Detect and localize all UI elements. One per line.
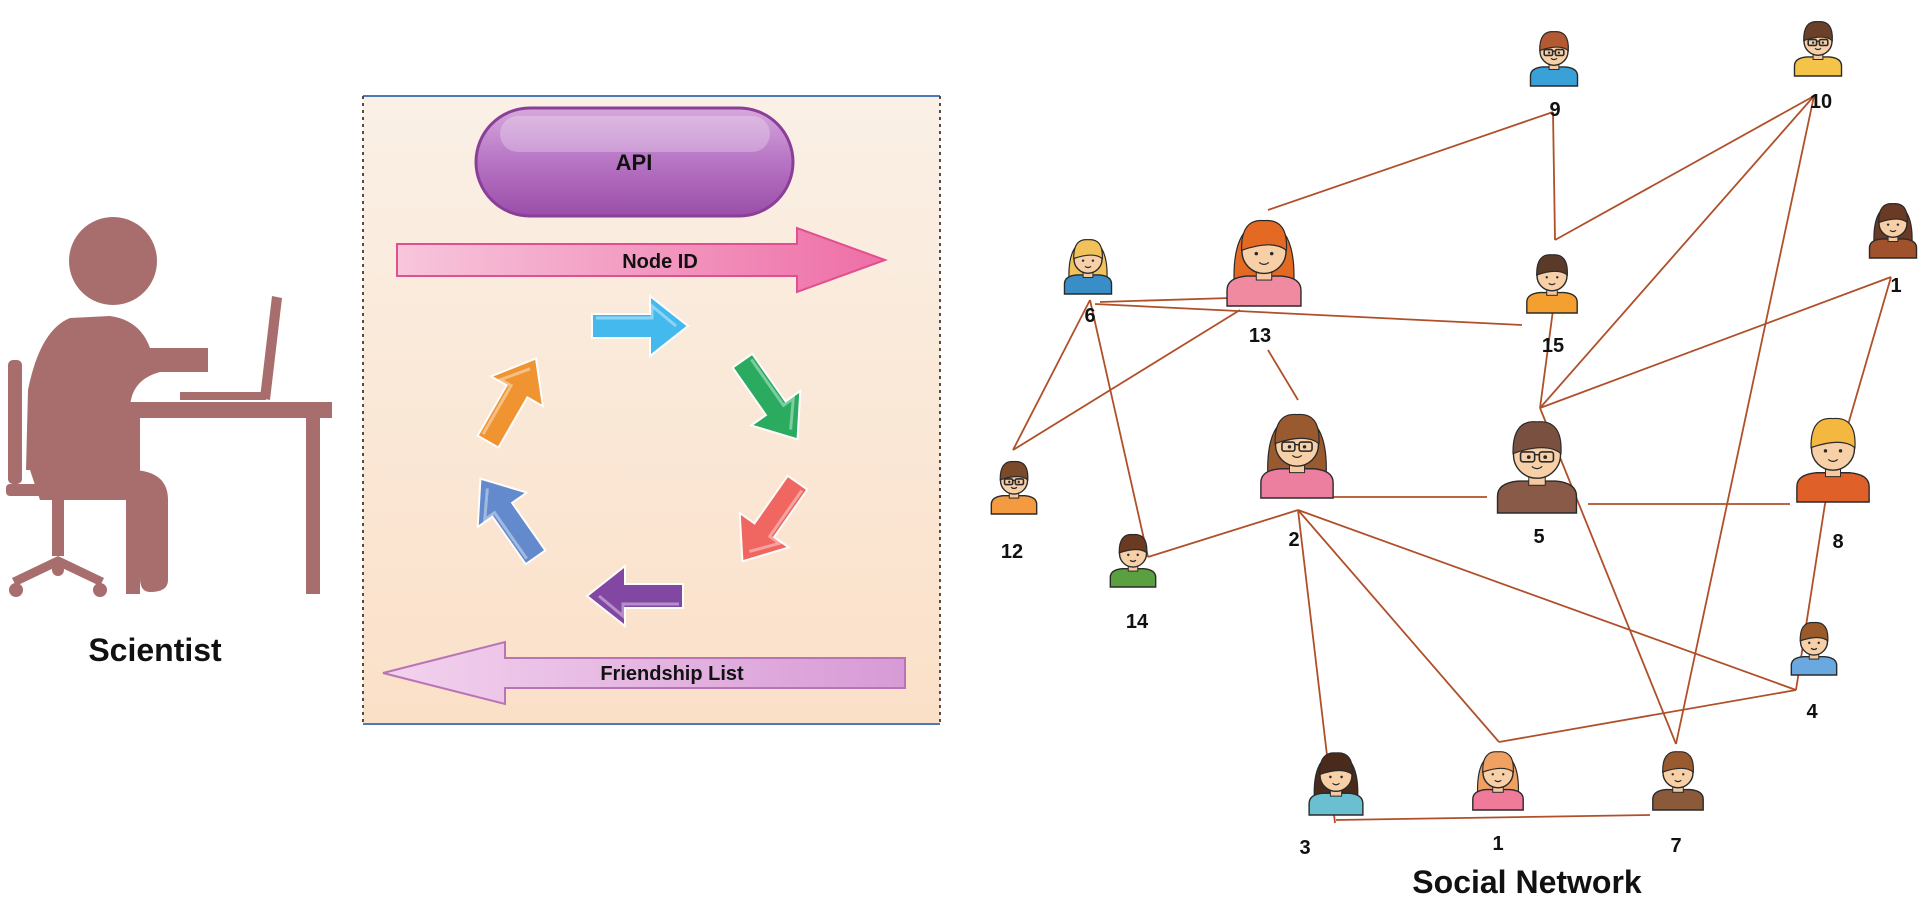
scientist-torso bbox=[26, 316, 208, 470]
chair-post bbox=[52, 496, 64, 556]
scientist-head bbox=[69, 217, 157, 305]
process-panel: API Node ID Friendship List bbox=[362, 95, 941, 725]
desk-leg-left bbox=[126, 418, 140, 594]
edge-n13-n2 bbox=[1267, 349, 1299, 401]
node-label: 1 bbox=[1492, 833, 1503, 855]
node-label: 1 bbox=[1890, 275, 1901, 297]
cycle-arrow-down-left bbox=[738, 474, 809, 563]
chair-base bbox=[12, 556, 104, 586]
node-n3: 3 bbox=[1299, 752, 1364, 859]
friendship-list-arrow bbox=[382, 640, 906, 706]
desk-leg-right bbox=[306, 418, 320, 594]
edge-n1a-n5 bbox=[1539, 276, 1892, 409]
person-avatar-icon bbox=[1472, 751, 1524, 811]
laptop-screen bbox=[260, 296, 282, 400]
node-n1a: 1 bbox=[1868, 203, 1918, 297]
person-avatar-icon bbox=[1308, 752, 1364, 816]
chair-back bbox=[8, 360, 22, 484]
edge-n5-n7 bbox=[1539, 407, 1677, 745]
friendship-list-label: Friendship List bbox=[600, 663, 744, 685]
node-n9: 9 bbox=[1529, 31, 1579, 121]
node-n13: 13 bbox=[1226, 220, 1302, 347]
node-label: 14 bbox=[1126, 611, 1149, 633]
cycle-arrow-down-right bbox=[731, 352, 802, 441]
cycle-arrow-right bbox=[591, 293, 690, 359]
cycle-arrow-up-right bbox=[476, 357, 545, 449]
edge-n6-n13 bbox=[1099, 297, 1231, 303]
network-title: Social Network bbox=[1412, 864, 1642, 898]
node-n12: 12 bbox=[990, 461, 1038, 563]
node-n15: 15 bbox=[1526, 254, 1578, 357]
person-avatar-icon bbox=[1790, 622, 1838, 676]
person-avatar-icon bbox=[1109, 534, 1157, 588]
node-label: 6 bbox=[1084, 305, 1095, 327]
cycle-arrow-up-left bbox=[476, 477, 547, 566]
chair-seat bbox=[6, 484, 116, 496]
node-label: 3 bbox=[1299, 837, 1310, 859]
edge-n2-n1b bbox=[1297, 509, 1500, 743]
node-n1b: 1 bbox=[1472, 751, 1524, 855]
node-n14: 14 bbox=[1109, 534, 1157, 633]
network-edges bbox=[1012, 95, 1892, 824]
node-n2: 2 bbox=[1260, 413, 1334, 551]
laptop-base bbox=[180, 392, 266, 400]
edge-n13-n12 bbox=[1012, 309, 1241, 451]
network-nodes: 9 10 13 6 15 1 12 2 5 8 14 4 3 1 7 bbox=[990, 21, 1918, 859]
node-n7: 7 bbox=[1652, 751, 1704, 857]
edge-n10-n5 bbox=[1539, 95, 1815, 409]
person-avatar-icon bbox=[1652, 751, 1704, 811]
edge-n15-n5 bbox=[1539, 294, 1556, 409]
edge-n3-n7 bbox=[1335, 814, 1651, 821]
edge-n6-n12 bbox=[1012, 299, 1091, 451]
person-avatar-icon bbox=[1526, 254, 1578, 314]
node-label: 5 bbox=[1533, 526, 1544, 548]
edge-n9-n15 bbox=[1552, 111, 1556, 241]
edge-n6-n15 bbox=[1094, 303, 1523, 326]
node-n6: 6 bbox=[1063, 239, 1113, 327]
edge-n10-n7 bbox=[1675, 95, 1815, 745]
person-avatar-icon bbox=[1529, 31, 1579, 87]
person-avatar-icon bbox=[1496, 421, 1578, 514]
edge-n6-n14 bbox=[1089, 299, 1149, 558]
node-label: 8 bbox=[1832, 531, 1843, 553]
edge-n2-n4 bbox=[1297, 509, 1797, 691]
person-avatar-icon bbox=[1063, 239, 1113, 295]
desk-top bbox=[116, 402, 332, 418]
scientist-illustration bbox=[6, 217, 332, 597]
node-label: 15 bbox=[1542, 335, 1564, 357]
node-n10: 10 bbox=[1793, 21, 1843, 113]
node-n4: 4 bbox=[1790, 622, 1838, 723]
person-avatar-icon bbox=[1793, 21, 1843, 77]
person-avatar-icon bbox=[1260, 413, 1334, 499]
person-avatar-icon bbox=[1868, 203, 1918, 259]
node-label: 7 bbox=[1670, 835, 1681, 857]
api-label: API bbox=[616, 150, 653, 175]
person-avatar-icon bbox=[1796, 417, 1870, 503]
edge-n9-n13 bbox=[1267, 111, 1554, 211]
person-avatar-icon bbox=[1226, 220, 1302, 307]
node-id-arrow bbox=[396, 226, 888, 294]
node-n8: 8 bbox=[1796, 417, 1870, 553]
node-label: 12 bbox=[1001, 541, 1023, 563]
node-label: 13 bbox=[1249, 325, 1271, 347]
cycle-arrow-left bbox=[585, 563, 684, 629]
api-box bbox=[474, 106, 795, 218]
edge-n4-n1b bbox=[1498, 689, 1797, 743]
edge-n2-n14 bbox=[1147, 509, 1299, 558]
node-label: 9 bbox=[1549, 99, 1560, 121]
node-label: 4 bbox=[1806, 701, 1818, 723]
person-avatar-icon bbox=[990, 461, 1038, 515]
cycle-arrows bbox=[476, 293, 809, 629]
scientist-label: Scientist bbox=[88, 632, 222, 668]
edge-n10-n15 bbox=[1554, 95, 1815, 241]
node-label: 2 bbox=[1288, 529, 1299, 551]
node-label: 10 bbox=[1810, 91, 1832, 113]
node-n5: 5 bbox=[1496, 421, 1578, 548]
node-id-label: Node ID bbox=[622, 251, 698, 273]
